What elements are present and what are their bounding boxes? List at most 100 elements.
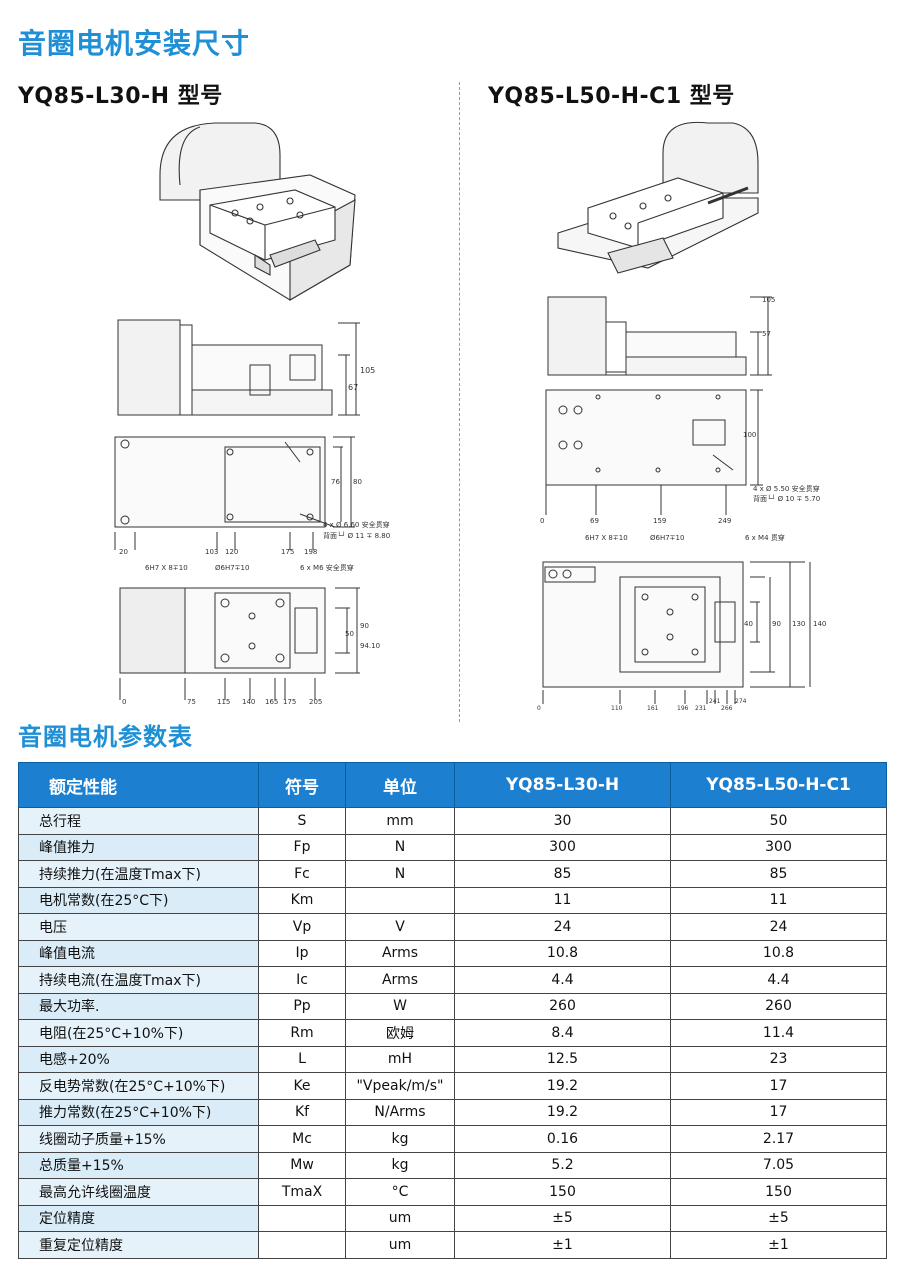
left-bottom-dim-75: 75 [187, 698, 196, 706]
param-value-l50: 11.4 [670, 1019, 887, 1047]
param-name: 总行程 [18, 807, 259, 835]
right-bottom-dim-231: 231 [695, 705, 707, 712]
param-symbol: Fp [258, 833, 346, 861]
left-bottom-dim-205: 205 [309, 698, 322, 706]
left-side-view: 105 67 [110, 315, 380, 430]
param-unit: kg [345, 1125, 455, 1153]
right-bottom-dim-196: 196 [677, 705, 689, 712]
right-bottom-dim-140: 140 [813, 620, 826, 628]
param-unit: kg [345, 1151, 455, 1179]
param-value-l30: 19.2 [454, 1072, 671, 1100]
param-value-l50: 7.05 [670, 1151, 887, 1179]
header-performance: 额定性能 [18, 762, 259, 808]
param-value-l30: 11 [454, 886, 671, 914]
install-title: 音圈电机安装尺寸 [18, 27, 251, 60]
right-bottom-dim-90: 90 [772, 620, 781, 628]
param-value-l30: 30 [454, 807, 671, 835]
param-unit: N [345, 860, 455, 888]
param-name: 电机常数(在25°C下) [18, 886, 259, 914]
param-symbol: L [258, 1045, 346, 1073]
param-unit: Arms [345, 966, 455, 994]
left-bottom-dim-50: 50 [345, 630, 354, 638]
left-bottom-dim-9410: 94.10 [360, 642, 380, 650]
left-side-dim-105: 105 [360, 366, 375, 375]
param-value-l30: ±1 [454, 1231, 671, 1259]
param-unit: W [345, 992, 455, 1020]
right-top-dim-100: 100 [743, 431, 756, 439]
param-name: 最大功率. [18, 992, 259, 1020]
param-name: 最高允许线圈温度 [18, 1178, 259, 1206]
param-unit: °C [345, 1178, 455, 1206]
left-top-dim-175: 175 [281, 548, 294, 556]
param-value-l50: 50 [670, 807, 887, 835]
param-symbol [258, 1204, 346, 1232]
param-value-l30: 12.5 [454, 1045, 671, 1073]
param-value-l30: 300 [454, 833, 671, 861]
header-unit: 单位 [345, 762, 455, 808]
param-name: 线圈动子质量+15% [18, 1125, 259, 1153]
param-value-l50: 2.17 [670, 1125, 887, 1153]
param-value-l50: ±5 [670, 1204, 887, 1232]
right-top-dim-69: 69 [590, 517, 599, 525]
right-bottom-dim-241: 241 [709, 698, 721, 705]
left-bottom-dim-140: 140 [242, 698, 255, 706]
param-unit: N [345, 833, 455, 861]
left-bottom-dim-115: 115 [217, 698, 230, 706]
left-bottom-note-1: 6H7 X 8∓10 [145, 564, 188, 572]
right-bottom-dim-40: 40 [744, 620, 753, 628]
param-symbol: Rm [258, 1019, 346, 1047]
left-top-note-1: 4 x Ø 6.60 安全贯穿 [323, 520, 390, 529]
param-name: 电压 [18, 913, 259, 941]
param-symbol: Pp [258, 992, 346, 1020]
right-bottom-dim-274: 274 [735, 698, 747, 705]
right-bottom-note-3: 6 x M4 贯穿 [745, 533, 785, 542]
param-unit: V [345, 913, 455, 941]
param-value-l30: 5.2 [454, 1151, 671, 1179]
param-symbol: Vp [258, 913, 346, 941]
param-name: 反电势常数(在25°C+10%下) [18, 1072, 259, 1100]
right-bottom-note-1: 6H7 X 8∓10 [585, 534, 628, 542]
param-name: 重复定位精度 [18, 1231, 259, 1259]
param-value-l50: 300 [670, 833, 887, 861]
right-bottom-view: 6H7 X 8∓10 Ø6H7∓10 6 x M4 贯穿 40 90 130 1… [535, 532, 865, 712]
params-title: 音圈电机参数表 [18, 723, 193, 751]
right-bottom-dim-130: 130 [792, 620, 805, 628]
header-model-l30: YQ85-L30-H [454, 762, 671, 808]
right-top-note-1: 4 x Ø 5.50 安全贯穿 [753, 484, 820, 493]
left-side-dim-67: 67 [348, 383, 358, 392]
param-unit: "Vpeak/m/s" [345, 1072, 455, 1100]
param-name: 持续电流(在温度Tmax下) [18, 966, 259, 994]
param-value-l30: 4.4 [454, 966, 671, 994]
param-value-l50: 85 [670, 860, 887, 888]
param-unit: Arms [345, 939, 455, 967]
param-name: 峰值电流 [18, 939, 259, 967]
left-top-dim-76: 76 [331, 478, 340, 486]
param-value-l30: 10.8 [454, 939, 671, 967]
param-symbol [258, 1231, 346, 1259]
param-value-l50: 23 [670, 1045, 887, 1073]
right-bottom-dim-161: 161 [647, 705, 659, 712]
param-unit: um [345, 1204, 455, 1232]
table-header-row: 额定性能 符号 单位 YQ85-L30-H YQ85-L50-H-C1 [18, 762, 887, 808]
param-symbol: Km [258, 886, 346, 914]
param-value-l50: 17 [670, 1098, 887, 1126]
left-top-dim-20: 20 [119, 548, 128, 556]
param-value-l30: 150 [454, 1178, 671, 1206]
right-bottom-note-2: Ø6H7∓10 [650, 534, 684, 542]
right-side-dim-105: 105 [762, 296, 775, 304]
param-unit: N/Arms [345, 1098, 455, 1126]
right-top-dim-0: 0 [540, 517, 544, 525]
param-value-l50: ±1 [670, 1231, 887, 1259]
